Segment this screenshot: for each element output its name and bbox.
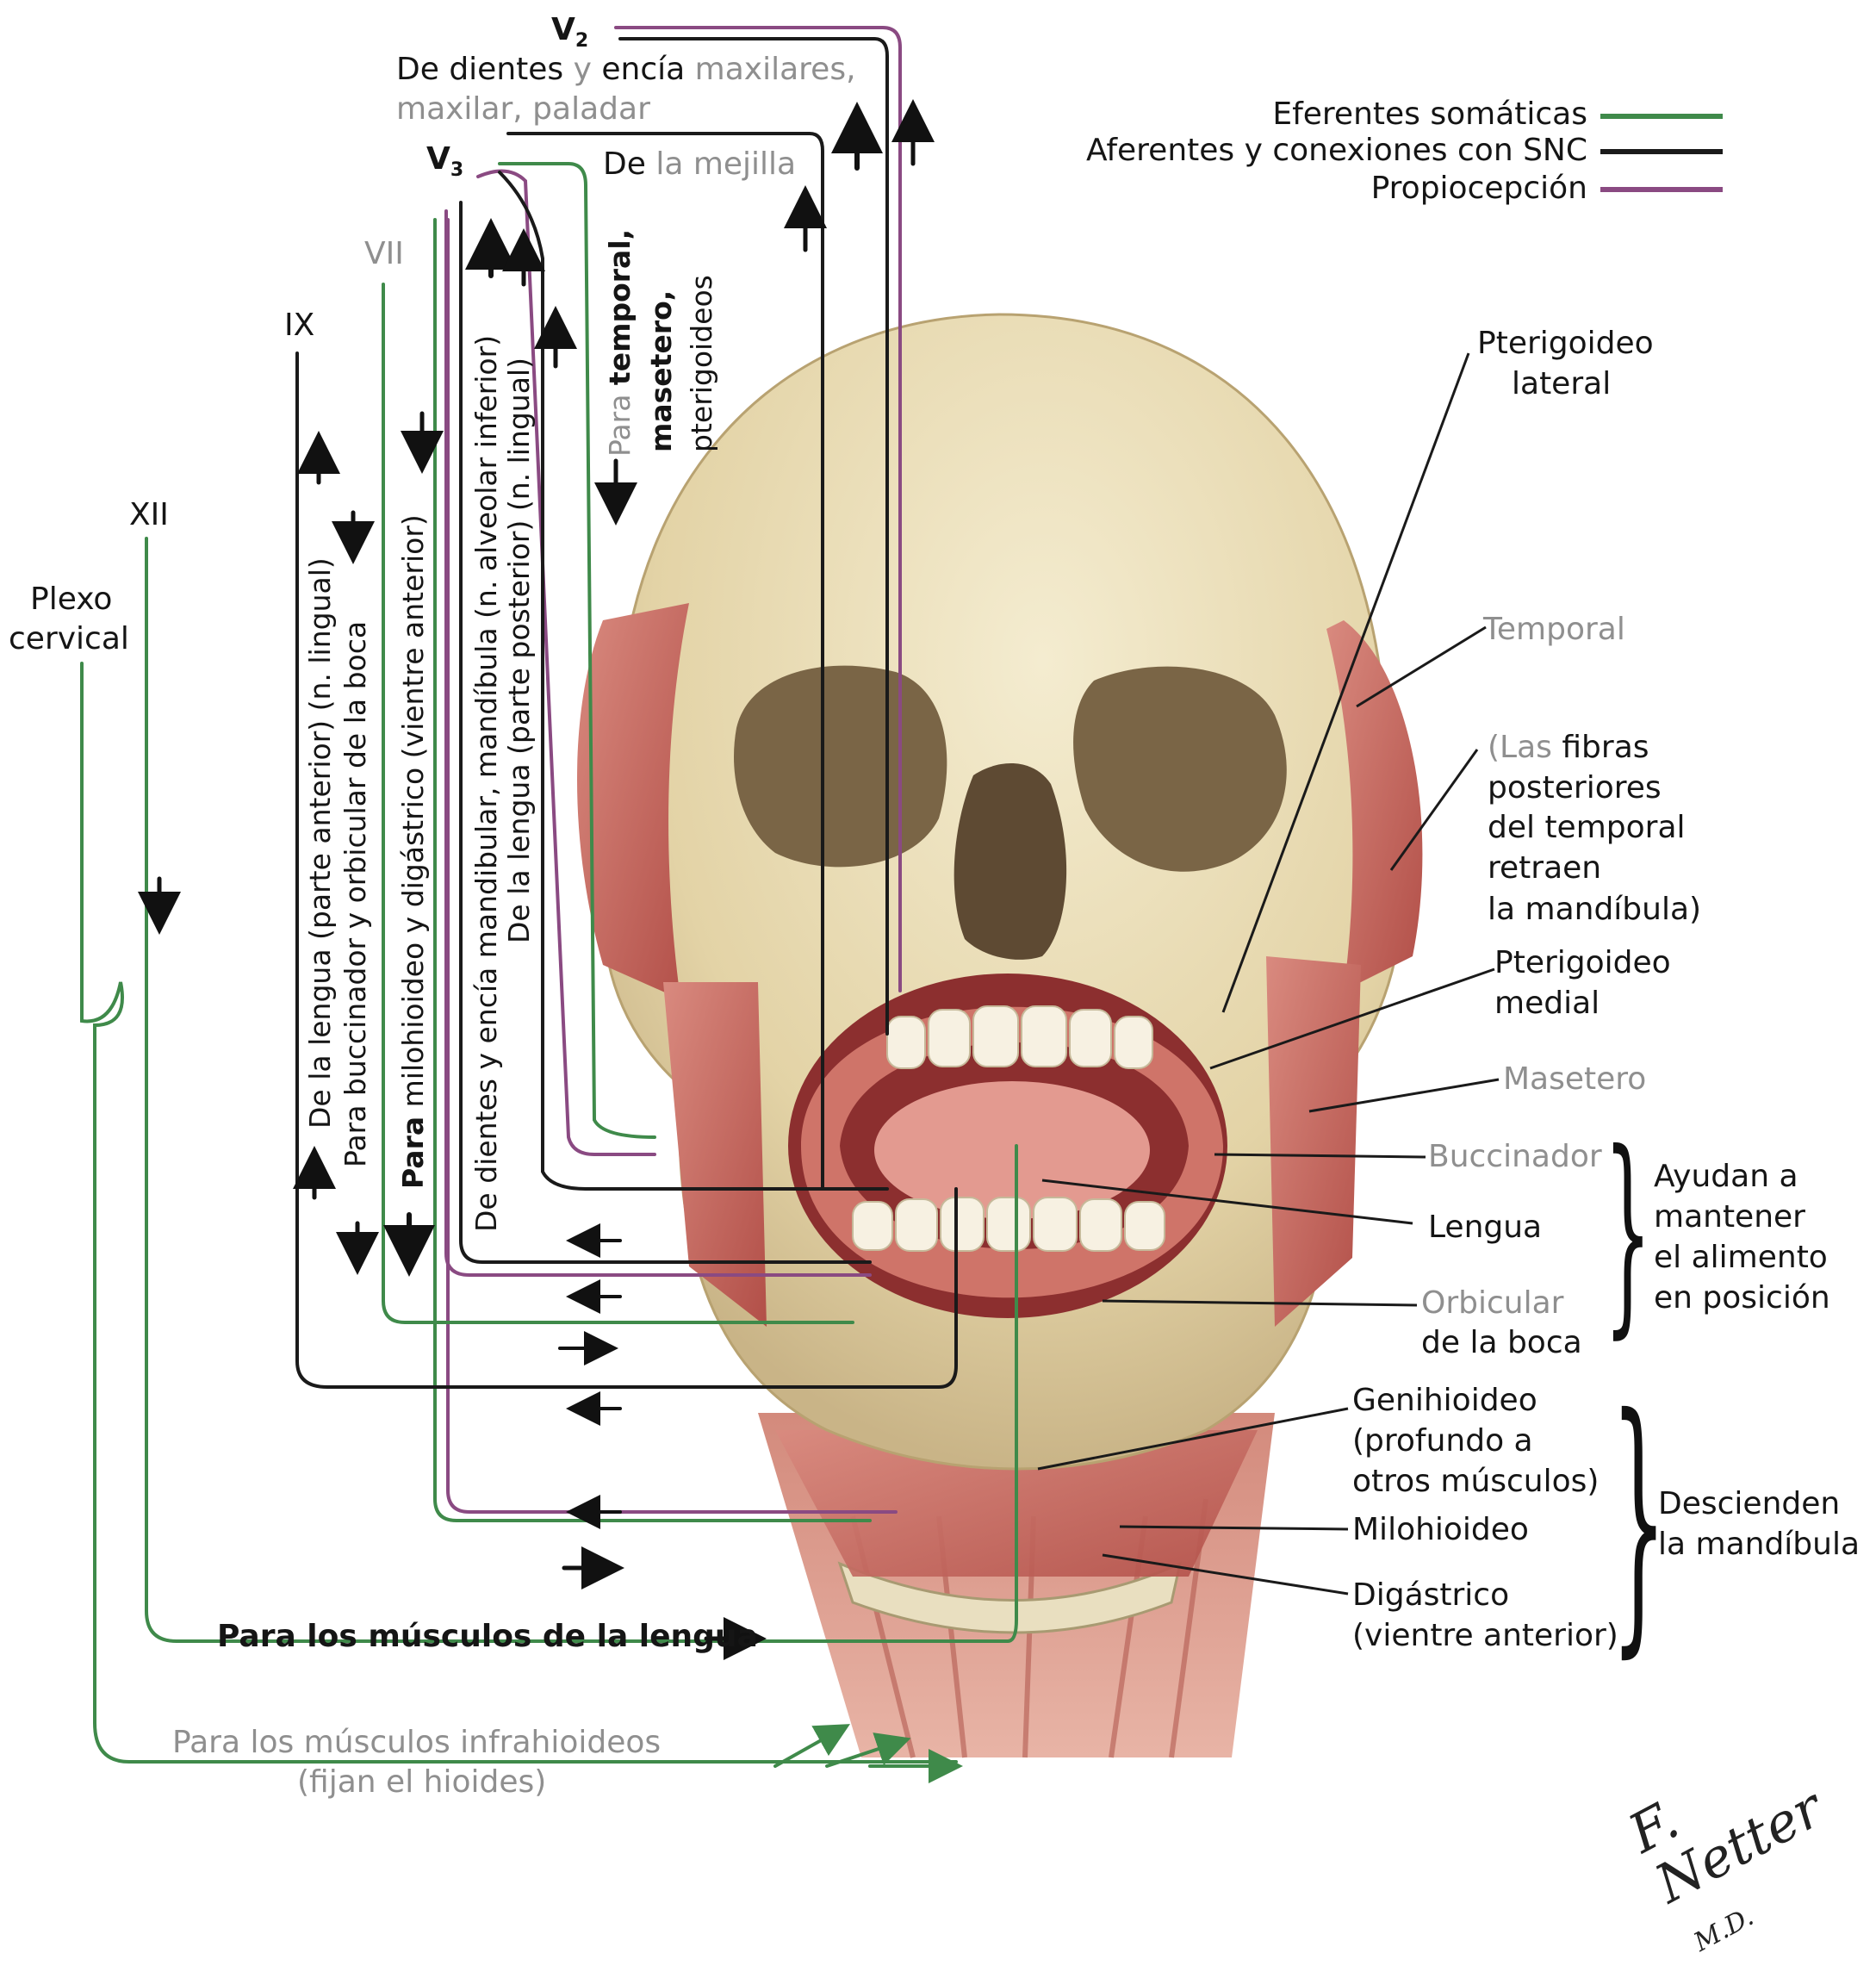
pterygoid-lateral-label-1: Pterigoideo — [1477, 324, 1654, 364]
tongue-posterior-label: De la lengua (parte posterior) (n. lingu… — [502, 358, 537, 943]
posterior-fibers-label-1: (Las fibras — [1488, 728, 1649, 768]
legend-swatches — [1600, 116, 1723, 190]
maxillary-palate-label: maxilar, paladar — [396, 90, 650, 129]
descend-label-1: Descienden — [1658, 1484, 1840, 1524]
pterygoid-lateral-label-2: lateral — [1512, 364, 1611, 404]
orbicularis-label-1: Orbicular — [1421, 1284, 1563, 1323]
pterygoid-branch-label: pterigoideos — [685, 275, 719, 452]
help-label-4: en posición — [1654, 1278, 1830, 1318]
posterior-fibers-label-4: retraen — [1488, 849, 1601, 888]
nerve-v3-label: V3 — [426, 140, 463, 190]
tongue-anterior-label: De la lengua (parte anterior) (n. lingua… — [303, 557, 338, 1129]
cervical-plexus-label-2: cervical — [9, 619, 129, 659]
descend-label-2: la mandíbula — [1658, 1525, 1860, 1565]
temporal-branch-label: Para temporal, — [603, 229, 637, 457]
masseter-branch-label: masetero, — [644, 290, 679, 452]
orbicularis-label-2: de la boca — [1421, 1323, 1582, 1363]
mandibular-teeth-label: De dientes y encía mandibular, mandíbula… — [469, 335, 504, 1232]
infrahyoid-label-2: (fijan el hioides) — [297, 1763, 546, 1802]
legend-proprioception-label: Propiocepción — [1371, 169, 1587, 208]
cervical-plexus-label-1: Plexo — [30, 580, 112, 619]
geniohyoid-label-3: otros músculos) — [1352, 1462, 1599, 1502]
nerve-xii-label: XII — [129, 495, 169, 535]
orbit-left — [734, 666, 947, 868]
help-label-1: Ayudan a — [1654, 1157, 1798, 1197]
maxillary-teeth-label: De dientes y encía maxilares, — [396, 50, 856, 90]
help-label-3: el alimento — [1654, 1238, 1828, 1278]
geniohyoid-label-1: Genihioideo — [1352, 1381, 1537, 1421]
posterior-fibers-label-2: posteriores — [1488, 768, 1662, 808]
posterior-fibers-label-3: del temporal — [1488, 808, 1686, 848]
nasal-cavity — [954, 763, 1066, 960]
masseter-right — [1266, 956, 1361, 1327]
help-label-2: mantener — [1654, 1198, 1805, 1237]
anatomy-diagram — [0, 0, 1876, 1876]
buccinator-branch-label: Para buccinador y orbicular de la boca — [339, 621, 373, 1167]
legend-somatic-efferent-label: Eferentes somáticas — [1272, 95, 1587, 134]
nerve-vii-label: VII — [364, 234, 404, 274]
pterygoid-medial-label-1: Pterigoideo — [1494, 943, 1671, 983]
buccinator-label: Buccinador — [1428, 1137, 1602, 1177]
lower-teeth — [853, 1198, 1165, 1251]
digastric-label-2: (vientre anterior) — [1352, 1616, 1618, 1656]
cheek-label: De la mejilla — [603, 145, 796, 184]
legend-afferent-label: Aferentes y conexiones con SNC — [1086, 131, 1587, 171]
masseter-label: Masetero — [1503, 1060, 1646, 1099]
mylohyoid-label: Milohioideo — [1352, 1510, 1529, 1550]
geniohyoid-label-2: (profundo a — [1352, 1421, 1533, 1461]
mylohyoid-branch-label: Para milohioideo y digástrico (vientre a… — [396, 514, 431, 1189]
pterygoid-medial-label-2: medial — [1494, 984, 1600, 1023]
temporal-label: Temporal — [1483, 610, 1625, 650]
tongue-muscles-label: Para los músculos de la lengua — [217, 1617, 758, 1657]
help-brace: } — [1604, 1120, 1652, 1344]
infrahyoid-label-1: Para los músculos infrahioideos — [172, 1723, 661, 1763]
skull-illustration — [577, 314, 1422, 1757]
digastric-label-1: Digástrico — [1352, 1576, 1509, 1615]
tongue-label: Lengua — [1428, 1208, 1542, 1247]
nerve-ix-label: IX — [284, 306, 314, 345]
posterior-fibers-label-5: la mandíbula) — [1488, 890, 1701, 930]
